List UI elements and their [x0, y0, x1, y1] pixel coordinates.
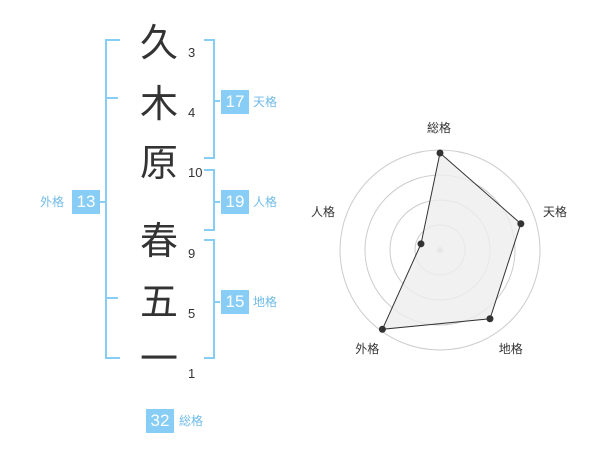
gaikaku-label: 外格	[40, 195, 65, 209]
radar-axis-label-5: 人格	[310, 205, 335, 220]
radar-axis-label-3: 地格	[498, 341, 523, 356]
radar-point-2	[517, 220, 525, 228]
stroke-count-5: 5	[188, 306, 196, 321]
name-char-3: 原	[139, 141, 178, 185]
radar-axis-label-2: 天格	[543, 205, 568, 220]
stroke-count-3: 10	[188, 165, 203, 180]
tenkaku-bracket	[204, 39, 215, 159]
name-char-1: 久	[139, 21, 178, 65]
stroke-count-2: 4	[188, 105, 196, 120]
soukaku-value-badge: 32	[146, 409, 174, 433]
name-char-2: 木	[139, 82, 178, 126]
name-char-4: 春	[139, 219, 178, 263]
radar-point-1	[436, 149, 444, 157]
jinkaku-value-badge: 19	[221, 190, 249, 214]
jinkaku-bracket	[204, 169, 215, 231]
radar-point-3	[486, 315, 494, 323]
name-char-6: 一	[139, 337, 178, 381]
jinkaku-label: 人格	[253, 195, 278, 209]
radar-area	[381, 152, 522, 330]
radar-point-5	[417, 240, 425, 248]
gaikaku-bracket	[105, 39, 120, 359]
tenkaku-value-badge: 17	[221, 90, 249, 114]
radar-point-4	[378, 325, 386, 333]
chikaku-value-badge: 15	[221, 290, 249, 314]
name-char-5: 五	[139, 280, 178, 324]
stroke-count-6: 1	[188, 366, 196, 381]
soukaku-label: 総格	[179, 414, 204, 428]
stroke-count-4: 9	[188, 246, 196, 261]
tenkaku-label: 天格	[253, 95, 278, 109]
chikaku-bracket	[204, 239, 215, 359]
radar-axis-label-4: 外格	[355, 341, 380, 356]
gaikaku-value-badge: 13	[72, 190, 100, 214]
radar-axis-label-1: 総格	[427, 121, 452, 135]
chikaku-label: 地格	[253, 295, 278, 309]
stroke-count-1: 3	[188, 45, 196, 60]
